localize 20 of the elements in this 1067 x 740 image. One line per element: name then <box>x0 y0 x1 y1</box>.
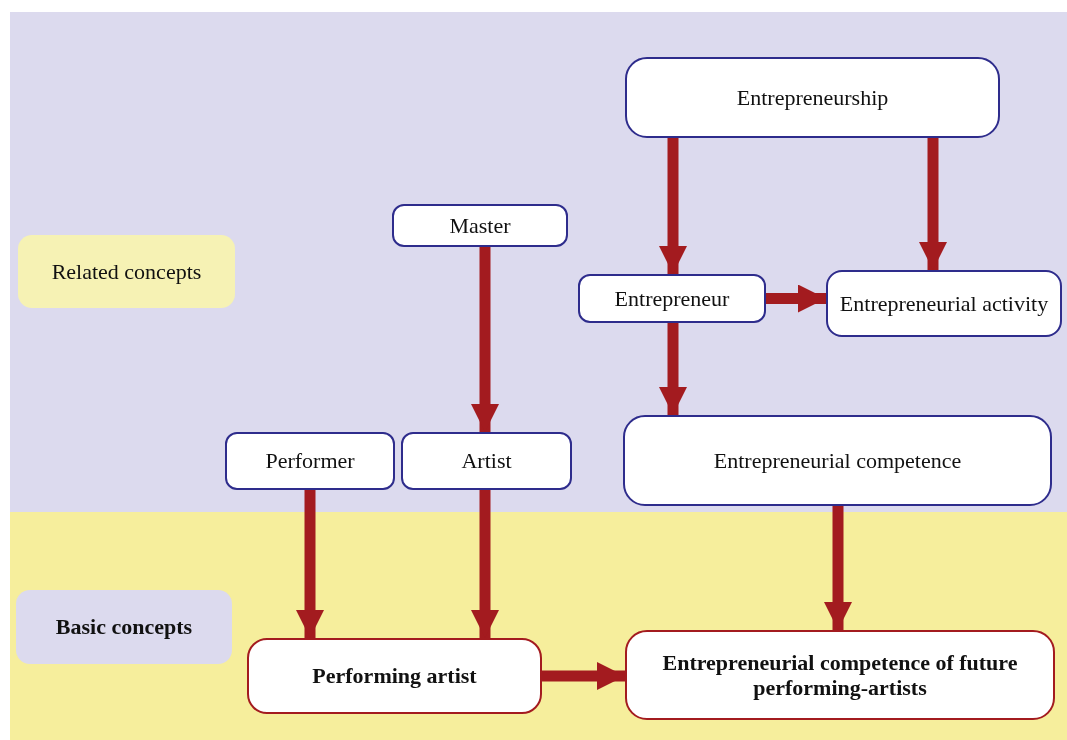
concept-box: Entrepreneurship <box>625 57 1000 138</box>
concept-box: Performer <box>225 432 395 490</box>
concept-box: Performing artist <box>247 638 542 714</box>
arrow <box>659 138 687 274</box>
arrow <box>659 323 687 415</box>
category-label: Related concepts <box>18 235 235 308</box>
concept-box: Entrepreneurial competence <box>623 415 1052 506</box>
arrow <box>471 490 499 638</box>
arrow <box>824 506 852 630</box>
concept-box: Master <box>392 204 568 247</box>
arrow <box>919 138 947 270</box>
arrow <box>766 284 826 313</box>
arrow <box>296 490 324 638</box>
concept-box: Entrepreneurial activity <box>826 270 1062 337</box>
arrow <box>542 662 625 690</box>
arrow <box>471 247 499 432</box>
concept-box: Entrepreneurial competence of future performing-artists <box>625 630 1055 720</box>
concept-box: Entrepreneur <box>578 274 766 323</box>
category-label: Basic concepts <box>16 590 232 664</box>
concept-box: Artist <box>401 432 572 490</box>
